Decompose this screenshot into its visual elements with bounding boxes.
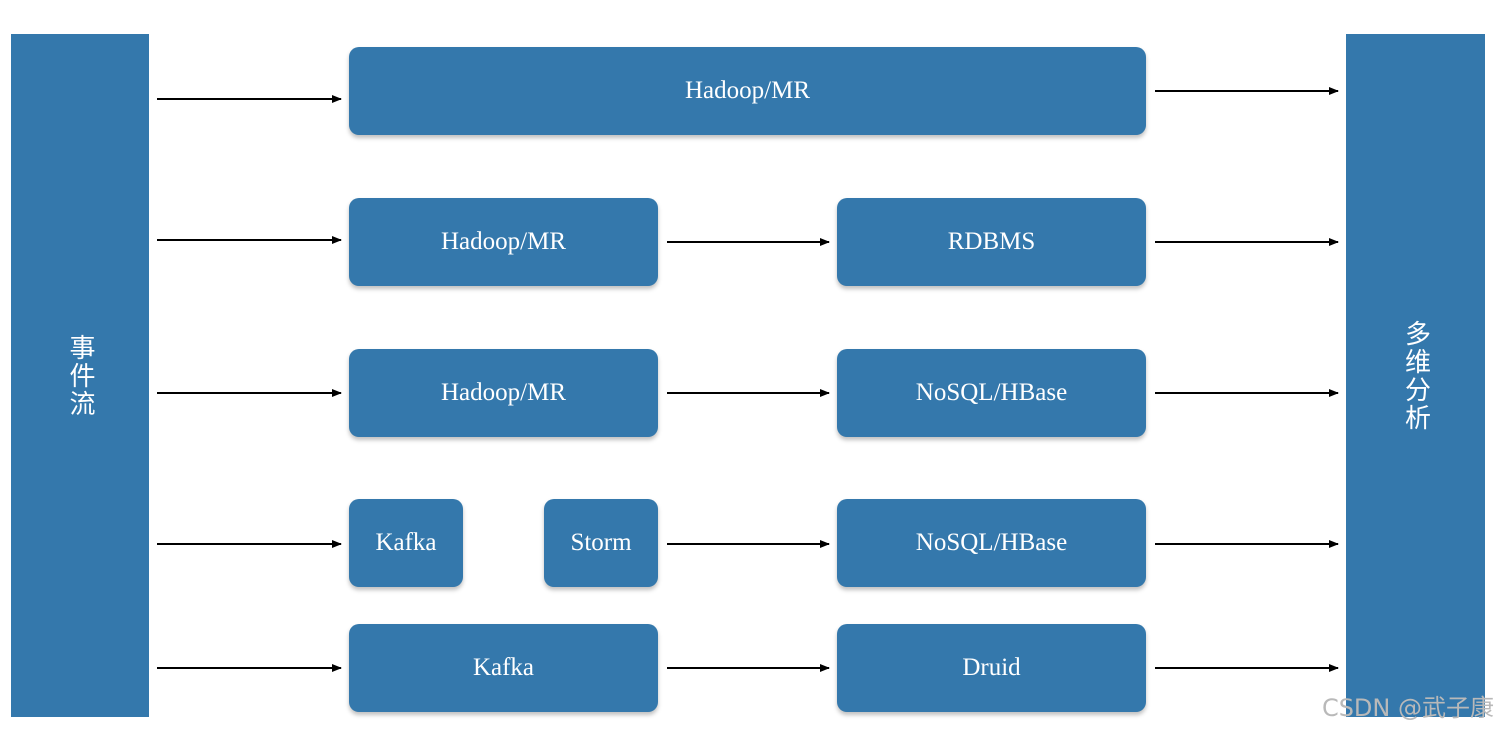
- row3-nosql-hbase-box: NoSQL/HBase: [837, 349, 1146, 437]
- row4-nosql-hbase-box: NoSQL/HBase: [837, 499, 1146, 587]
- right-panel-label: 多维分析: [1400, 319, 1431, 432]
- left-panel-event-stream: 事件流: [11, 34, 149, 717]
- row5-kafka-box: Kafka: [349, 624, 658, 712]
- row2-hadoop-mr-box: Hadoop/MR: [349, 198, 658, 286]
- left-panel-label: 事件流: [65, 333, 95, 418]
- row2-hadoop-mr-label: Hadoop/MR: [441, 228, 566, 255]
- row2-rdbms-label: RDBMS: [947, 228, 1036, 255]
- row3-nosql-hbase-label: NoSQL/HBase: [915, 379, 1068, 406]
- row4-storm-label: Storm: [570, 529, 632, 556]
- row2-rdbms-box: RDBMS: [837, 198, 1146, 286]
- row5-druid-box: Druid: [837, 624, 1146, 712]
- row3-hadoop-mr-label: Hadoop/MR: [441, 379, 566, 406]
- right-panel-multidim-analysis: 多维分析: [1346, 34, 1485, 717]
- row4-storm-box: Storm: [544, 499, 658, 587]
- row4-kafka-box: Kafka: [349, 499, 463, 587]
- row4-kafka-label: Kafka: [375, 529, 437, 556]
- row1-hadoop-mr-label: Hadoop/MR: [685, 77, 810, 104]
- row3-hadoop-mr-box: Hadoop/MR: [349, 349, 658, 437]
- watermark: CSDN @武子康: [1321, 694, 1494, 722]
- row5-druid-label: Druid: [962, 654, 1021, 681]
- row4-nosql-hbase-label: NoSQL/HBase: [915, 529, 1068, 556]
- row1-hadoop-mr-box: Hadoop/MR: [349, 47, 1146, 135]
- row5-kafka-label: Kafka: [472, 654, 535, 681]
